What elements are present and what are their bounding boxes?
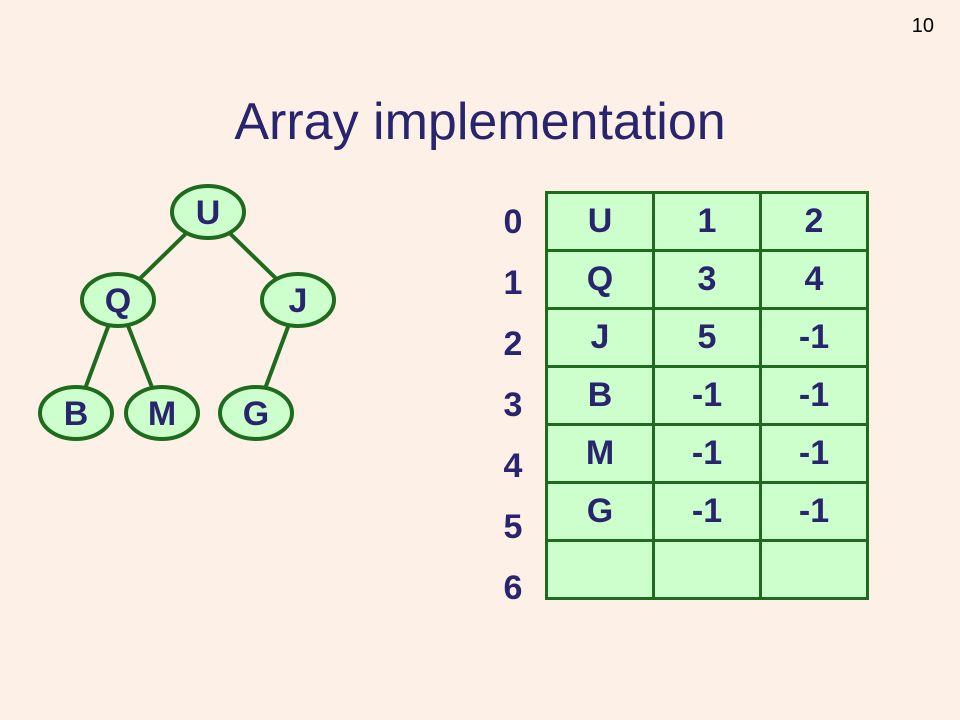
- tree-node-label: U: [196, 194, 221, 232]
- array-cell-value: U: [545, 191, 655, 252]
- array-cell-left-child: 3: [652, 249, 762, 310]
- tree-node: M: [124, 385, 200, 441]
- array-cell-right-child: -1: [759, 307, 869, 368]
- array-cell-left-child: 1: [652, 191, 762, 252]
- tree-node: Q: [80, 272, 156, 328]
- array-row: J 5 -1: [545, 307, 869, 368]
- array-cell-left-child: [652, 539, 762, 600]
- array-cell-right-child: 4: [759, 249, 869, 310]
- slide-number: 10: [911, 15, 934, 37]
- binary-tree-diagram: U Q J B M G: [38, 184, 336, 441]
- tree-node: U: [170, 184, 246, 240]
- tree-node-label: B: [64, 395, 89, 433]
- array-row: Q 3 4: [545, 249, 869, 310]
- array-cell-value: G: [545, 481, 655, 542]
- array-cell-value: M: [545, 423, 655, 484]
- tree-node-circle: [260, 272, 336, 328]
- array-row: [545, 539, 869, 600]
- array-row: M -1 -1: [545, 423, 869, 484]
- array-cell-left-child: 5: [652, 307, 762, 368]
- array-cell-left-child: -1: [652, 423, 762, 484]
- array-row: U 1 2: [545, 191, 869, 252]
- array-cell-value: J: [545, 307, 655, 368]
- array-row: G -1 -1: [545, 481, 869, 542]
- array-index-label: 3: [503, 386, 523, 424]
- tree-node: J: [260, 272, 336, 328]
- array-cell-right-child: -1: [759, 481, 869, 542]
- array-index-label: 4: [503, 447, 523, 485]
- array-index-label: 6: [503, 569, 523, 607]
- array-cell-value: Q: [545, 249, 655, 310]
- tree-node: G: [218, 385, 294, 441]
- tree-node-label: M: [148, 395, 176, 433]
- tree-node-circle: [218, 385, 294, 441]
- tree-node-label: J: [289, 282, 308, 320]
- array-cell-value: [545, 539, 655, 600]
- array-cell-left-child: -1: [652, 481, 762, 542]
- array-cell-value: B: [545, 365, 655, 426]
- tree-node-circle: [170, 184, 246, 240]
- array-index-label: 1: [503, 264, 523, 302]
- tree-node-label: Q: [105, 282, 131, 320]
- array-cell-right-child: -1: [759, 365, 869, 426]
- array-index-label: 0: [503, 203, 523, 241]
- tree-node-circle: [124, 385, 200, 441]
- array-cell-right-child: -1: [759, 423, 869, 484]
- tree-node-label: G: [243, 395, 269, 433]
- array-cell-right-child: 2: [759, 191, 869, 252]
- array-cell-left-child: -1: [652, 365, 762, 426]
- array-cell-right-child: [759, 539, 869, 600]
- tree-node-circle: [38, 385, 114, 441]
- tree-node: B: [38, 385, 114, 441]
- array-index-column: 0 1 2 3 4 5 6: [488, 192, 538, 619]
- tree-node-circle: [80, 272, 156, 328]
- array-table: U 1 2 Q 3 4 J 5 -1 B -1 -1 M -1 -1 G -1 …: [545, 191, 869, 600]
- array-row: B -1 -1: [545, 365, 869, 426]
- array-index-label: 5: [503, 508, 523, 546]
- slide-title: Array implementation: [234, 93, 726, 151]
- array-index-label: 2: [503, 325, 523, 363]
